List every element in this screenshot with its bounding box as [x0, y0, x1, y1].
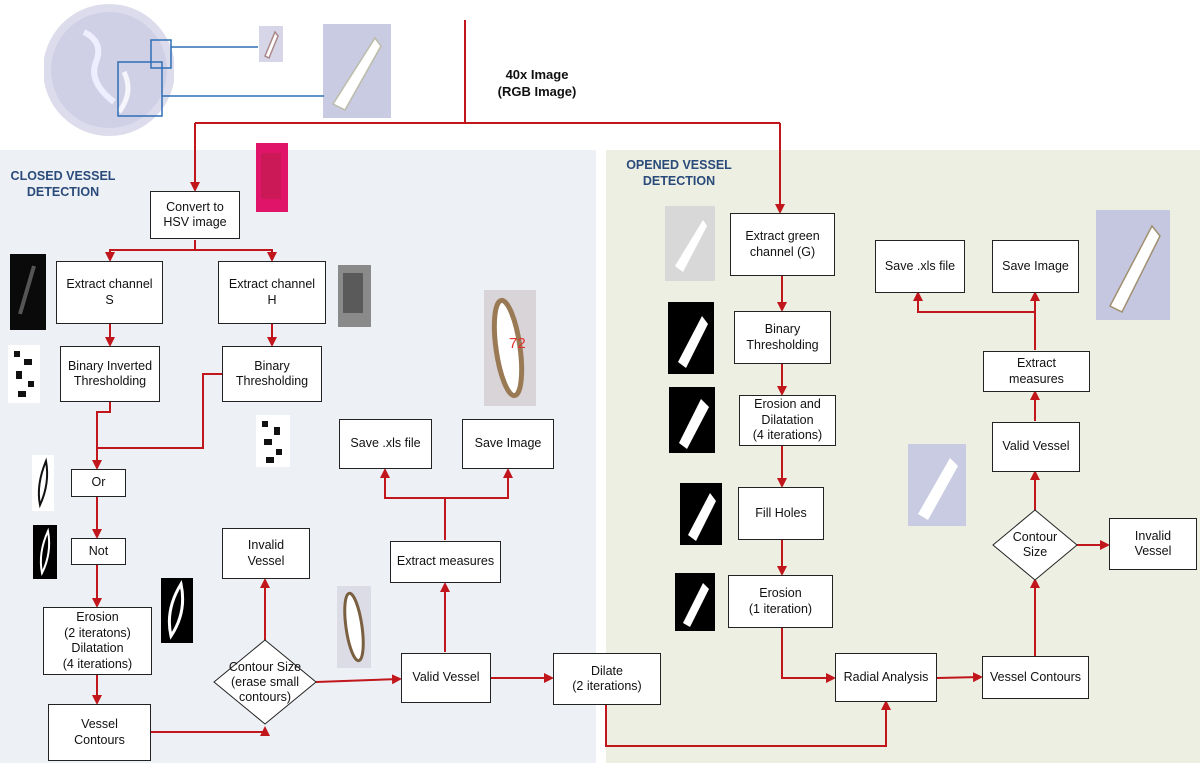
not-box: Not — [71, 538, 126, 565]
closed-vessel-label: CLOSED VESSEL DETECTION — [10, 169, 116, 199]
save-xls-box-opened: Save .xls file — [875, 240, 965, 293]
invalid-vessel-box-opened: Invalid Vessel — [1109, 518, 1197, 570]
extract-channel-h-box: Extract channel H — [218, 261, 326, 324]
binary-inverted-thresholding-box: Binary Inverted Thresholding — [60, 346, 160, 402]
save-image-box-opened: Save Image — [992, 240, 1079, 293]
opened-result-image — [1096, 210, 1170, 320]
binary-thresholding-box-closed: Binary Thresholding — [222, 346, 322, 402]
erosion-dilatation-box-opened: Erosion and Dilatation (4 iterations) — [739, 395, 836, 446]
channel-h-image — [338, 265, 371, 327]
hsv-image — [256, 143, 288, 212]
vessel-crop-small-image — [259, 26, 283, 62]
dilate-box: Dilate (2 iterations) — [553, 653, 661, 705]
vessel-number-label: 72 — [509, 335, 526, 352]
erosion-1-image — [675, 573, 715, 631]
inverted-threshold-image — [8, 345, 40, 403]
threshold-h-image — [256, 415, 290, 467]
radial-analysis-box: Radial Analysis — [835, 653, 937, 702]
contour-size-diamond-opened — [992, 509, 1078, 581]
valid-vessel-image — [337, 586, 371, 668]
erosion-1-box: Erosion (1 iteration) — [728, 575, 833, 628]
fill-holes-image — [680, 483, 722, 545]
extract-green-channel-box: Extract green channel (G) — [730, 213, 835, 276]
or-box: Or — [71, 469, 126, 497]
opened-valid-image — [908, 444, 966, 526]
labeled-vessel-image: 72 — [484, 290, 536, 406]
invalid-vessel-box-closed: Invalid Vessel — [222, 528, 310, 579]
contour-size-diamond-closed — [213, 639, 317, 725]
erosion-result-image — [161, 578, 193, 643]
vessel-contours-box-opened: Vessel Contours — [982, 656, 1089, 699]
convert-hsv-box: Convert to HSV image — [150, 191, 240, 239]
vessel-contours-box-closed: Vessel Contours — [48, 704, 151, 761]
erosion-dilatation-box-closed: Erosion (2 iteratons) Dilatation (4 iter… — [43, 607, 152, 675]
save-image-box-closed: Save Image — [462, 419, 554, 469]
binary-green-image — [668, 302, 714, 374]
contour-size-text-closed: Contour Size (erase small contours) — [228, 659, 302, 704]
tissue-core-image — [44, 4, 174, 136]
fill-holes-box: Fill Holes — [738, 487, 824, 540]
valid-vessel-box-opened: Valid Vessel — [992, 422, 1080, 472]
save-xls-box-closed: Save .xls file — [339, 419, 432, 469]
contour-size-text-opened: Contour Size — [1012, 530, 1058, 559]
erosion-dilatation-image — [669, 387, 715, 453]
binary-thresholding-box-opened: Binary Thresholding — [734, 311, 831, 364]
channel-s-image — [10, 254, 46, 330]
vessel-crop-large-image — [323, 24, 391, 118]
extract-measures-box-opened: Extract measures — [983, 351, 1090, 392]
or-result-image — [32, 455, 54, 511]
green-channel-image — [665, 206, 715, 281]
extract-channel-s-box: Extract channel S — [56, 261, 163, 324]
zoom-callouts — [117, 39, 324, 117]
opened-vessel-label: OPENED VESSEL DETECTION — [626, 158, 732, 188]
extract-measures-box-closed: Extract measures — [390, 541, 501, 583]
not-result-image — [33, 525, 57, 579]
input-image-title: 40x Image (RGB Image) — [497, 67, 577, 99]
valid-vessel-box-closed: Valid Vessel — [401, 653, 491, 703]
